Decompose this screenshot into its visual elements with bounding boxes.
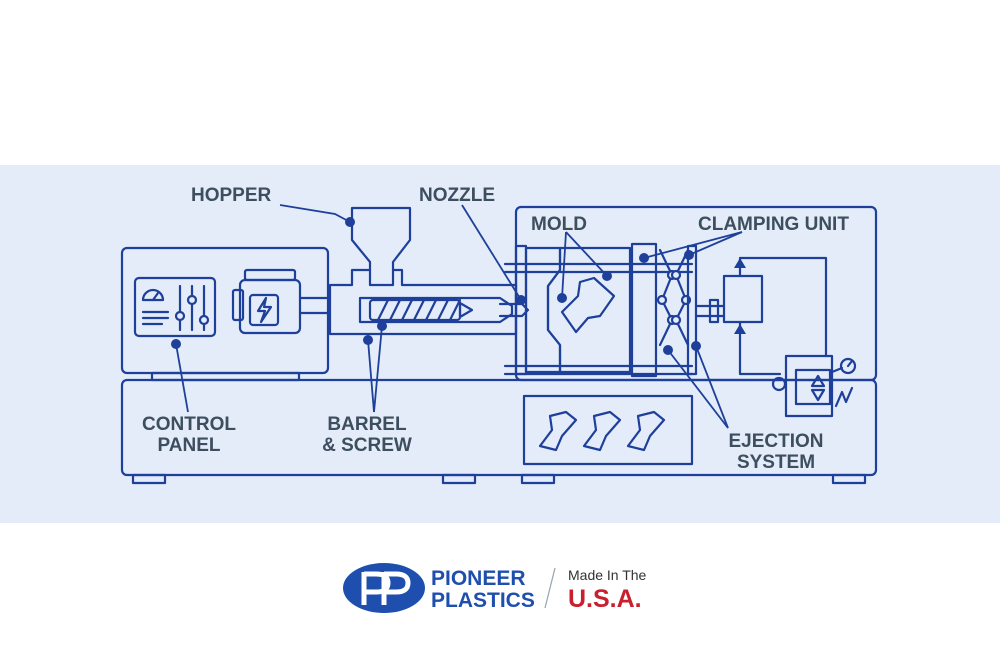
nozzle-marker <box>516 295 526 305</box>
control-panel-marker <box>171 339 181 349</box>
mold-half-moving <box>546 246 632 374</box>
machine-base <box>120 378 878 477</box>
label-clamping-unit: CLAMPING UNIT <box>698 214 849 235</box>
moving-platen <box>630 242 658 378</box>
barrel-marker <box>363 335 373 345</box>
stored-part <box>626 410 666 452</box>
label-barrel-line2: & SCREW <box>322 435 412 456</box>
ejection-marker <box>663 345 673 355</box>
footer-brand: PIONEER PLASTICS Made In The U.S.A. <box>343 563 647 613</box>
callout-leaders <box>171 204 743 429</box>
brand-name-line2: PLASTICS <box>431 589 535 612</box>
stored-part <box>582 410 622 452</box>
clamping-marker <box>639 253 649 263</box>
label-nozzle: NOZZLE <box>419 185 495 206</box>
label-mold: MOLD <box>531 214 587 235</box>
cabinet-stand <box>150 371 301 382</box>
mold-storage <box>522 394 694 466</box>
usa-text: U.S.A. <box>568 585 642 613</box>
machine-foot <box>831 473 867 485</box>
nozzle-shape <box>498 302 530 318</box>
label-control-panel-line1: CONTROL <box>142 414 236 435</box>
label-barrel-line1: BARREL <box>327 414 407 435</box>
motor-icon <box>231 268 332 335</box>
hydraulic-cylinder <box>694 274 764 324</box>
machine-foot <box>520 473 556 485</box>
label-hopper: HOPPER <box>191 185 272 206</box>
mold-marker <box>602 271 612 281</box>
barrel-tube <box>358 296 514 324</box>
hydraulic-circuit <box>734 256 857 418</box>
label-control-panel-line2: PANEL <box>158 435 221 456</box>
diagram-background <box>0 165 1000 523</box>
stored-part <box>538 410 578 452</box>
brand-divider <box>544 567 556 609</box>
control-panel-icon <box>133 276 217 338</box>
made-in-text: Made In The <box>568 567 647 583</box>
machine-foot <box>441 473 477 485</box>
injection-housing <box>328 268 518 336</box>
machine-foot <box>131 473 167 485</box>
mold-marker <box>557 293 567 303</box>
brand-name-line1: PIONEER <box>431 567 526 590</box>
barrel-marker <box>377 321 387 331</box>
molded-part <box>560 276 616 334</box>
clamping-marker <box>684 250 694 260</box>
pioneer-logo-icon <box>343 563 425 613</box>
label-ejection-line1: EJECTION <box>728 431 823 452</box>
pressure-gauge-icon <box>839 357 857 375</box>
label-ejection-line2: SYSTEM <box>737 452 815 473</box>
hopper-shape <box>350 206 412 287</box>
screw-icon <box>368 298 474 322</box>
hopper-marker <box>345 217 355 227</box>
lightning-icon <box>256 296 273 324</box>
ejection-marker <box>691 341 701 351</box>
